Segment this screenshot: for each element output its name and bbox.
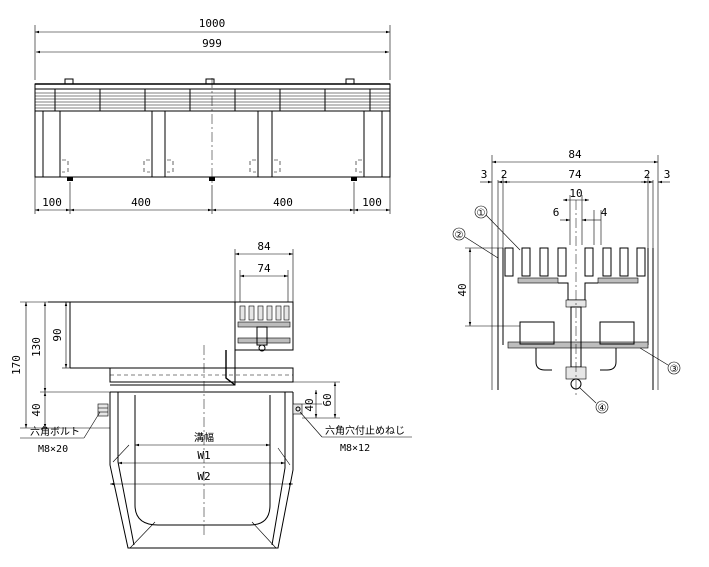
dim-40-right: 40: [303, 398, 316, 411]
hex-bolt-label: 六角ボルト: [30, 426, 80, 438]
dim-170: 170: [10, 355, 23, 375]
channel-width-label: 溝幅: [194, 431, 214, 444]
hidden-brackets: [62, 159, 362, 173]
callout-4: ④: [598, 403, 607, 414]
dim-1000: 1000: [199, 17, 226, 30]
dim-90: 90: [51, 328, 64, 341]
w1-label: W1: [197, 449, 210, 462]
set-screw-label: 六角穴付止めねじ: [325, 424, 405, 437]
grating-bars: [35, 92, 390, 109]
dim-40-detail: 40: [456, 283, 469, 296]
stud-top: [345, 78, 355, 85]
dim-74-front: 74: [257, 262, 271, 275]
set-screw-size: M8×12: [340, 443, 370, 454]
dim-4-detail: 4: [601, 206, 608, 219]
section-view: 84 74: [10, 240, 412, 549]
dim-3-left: 3: [481, 168, 488, 181]
hex-bolt-size: M8×20: [38, 444, 68, 455]
dim-2-left: 2: [501, 168, 508, 181]
dim-130: 130: [30, 337, 43, 357]
callout-1: ①: [477, 208, 486, 219]
dim-10-detail: 10: [569, 187, 582, 200]
callout-3: ③: [670, 364, 679, 375]
dim-400-left: 400: [131, 196, 151, 209]
set-screw-icon: [292, 403, 303, 415]
stud-top: [205, 78, 215, 85]
detail-view: 84 74 3 2 2 3 10 6 4: [452, 148, 681, 414]
detail-grating-bars: [504, 247, 646, 277]
grating-bar-ticks: [54, 89, 371, 111]
dim-3-right: 3: [664, 168, 671, 181]
dim-6-detail: 6: [553, 206, 560, 219]
bottom-bolts: [67, 177, 357, 181]
hex-bolt-icon: [97, 403, 109, 417]
front-grating-bars: [239, 305, 290, 321]
dim-100-left: 100: [42, 196, 62, 209]
dim-2-right: 2: [644, 168, 651, 181]
dim-74-detail: 74: [568, 168, 582, 181]
dim-100-right: 100: [362, 196, 382, 209]
dim-84-front: 84: [257, 240, 271, 253]
dim-60-right: 60: [321, 393, 334, 406]
w2-label: W2: [197, 470, 210, 483]
dim-40-left: 40: [30, 403, 43, 416]
callout-2: ②: [455, 230, 464, 241]
top-view: 1000 999: [34, 17, 391, 214]
stud-top: [64, 78, 74, 85]
dim-999: 999: [202, 37, 222, 50]
dim-84-detail: 84: [568, 148, 582, 161]
dim-400-right: 400: [273, 196, 293, 209]
